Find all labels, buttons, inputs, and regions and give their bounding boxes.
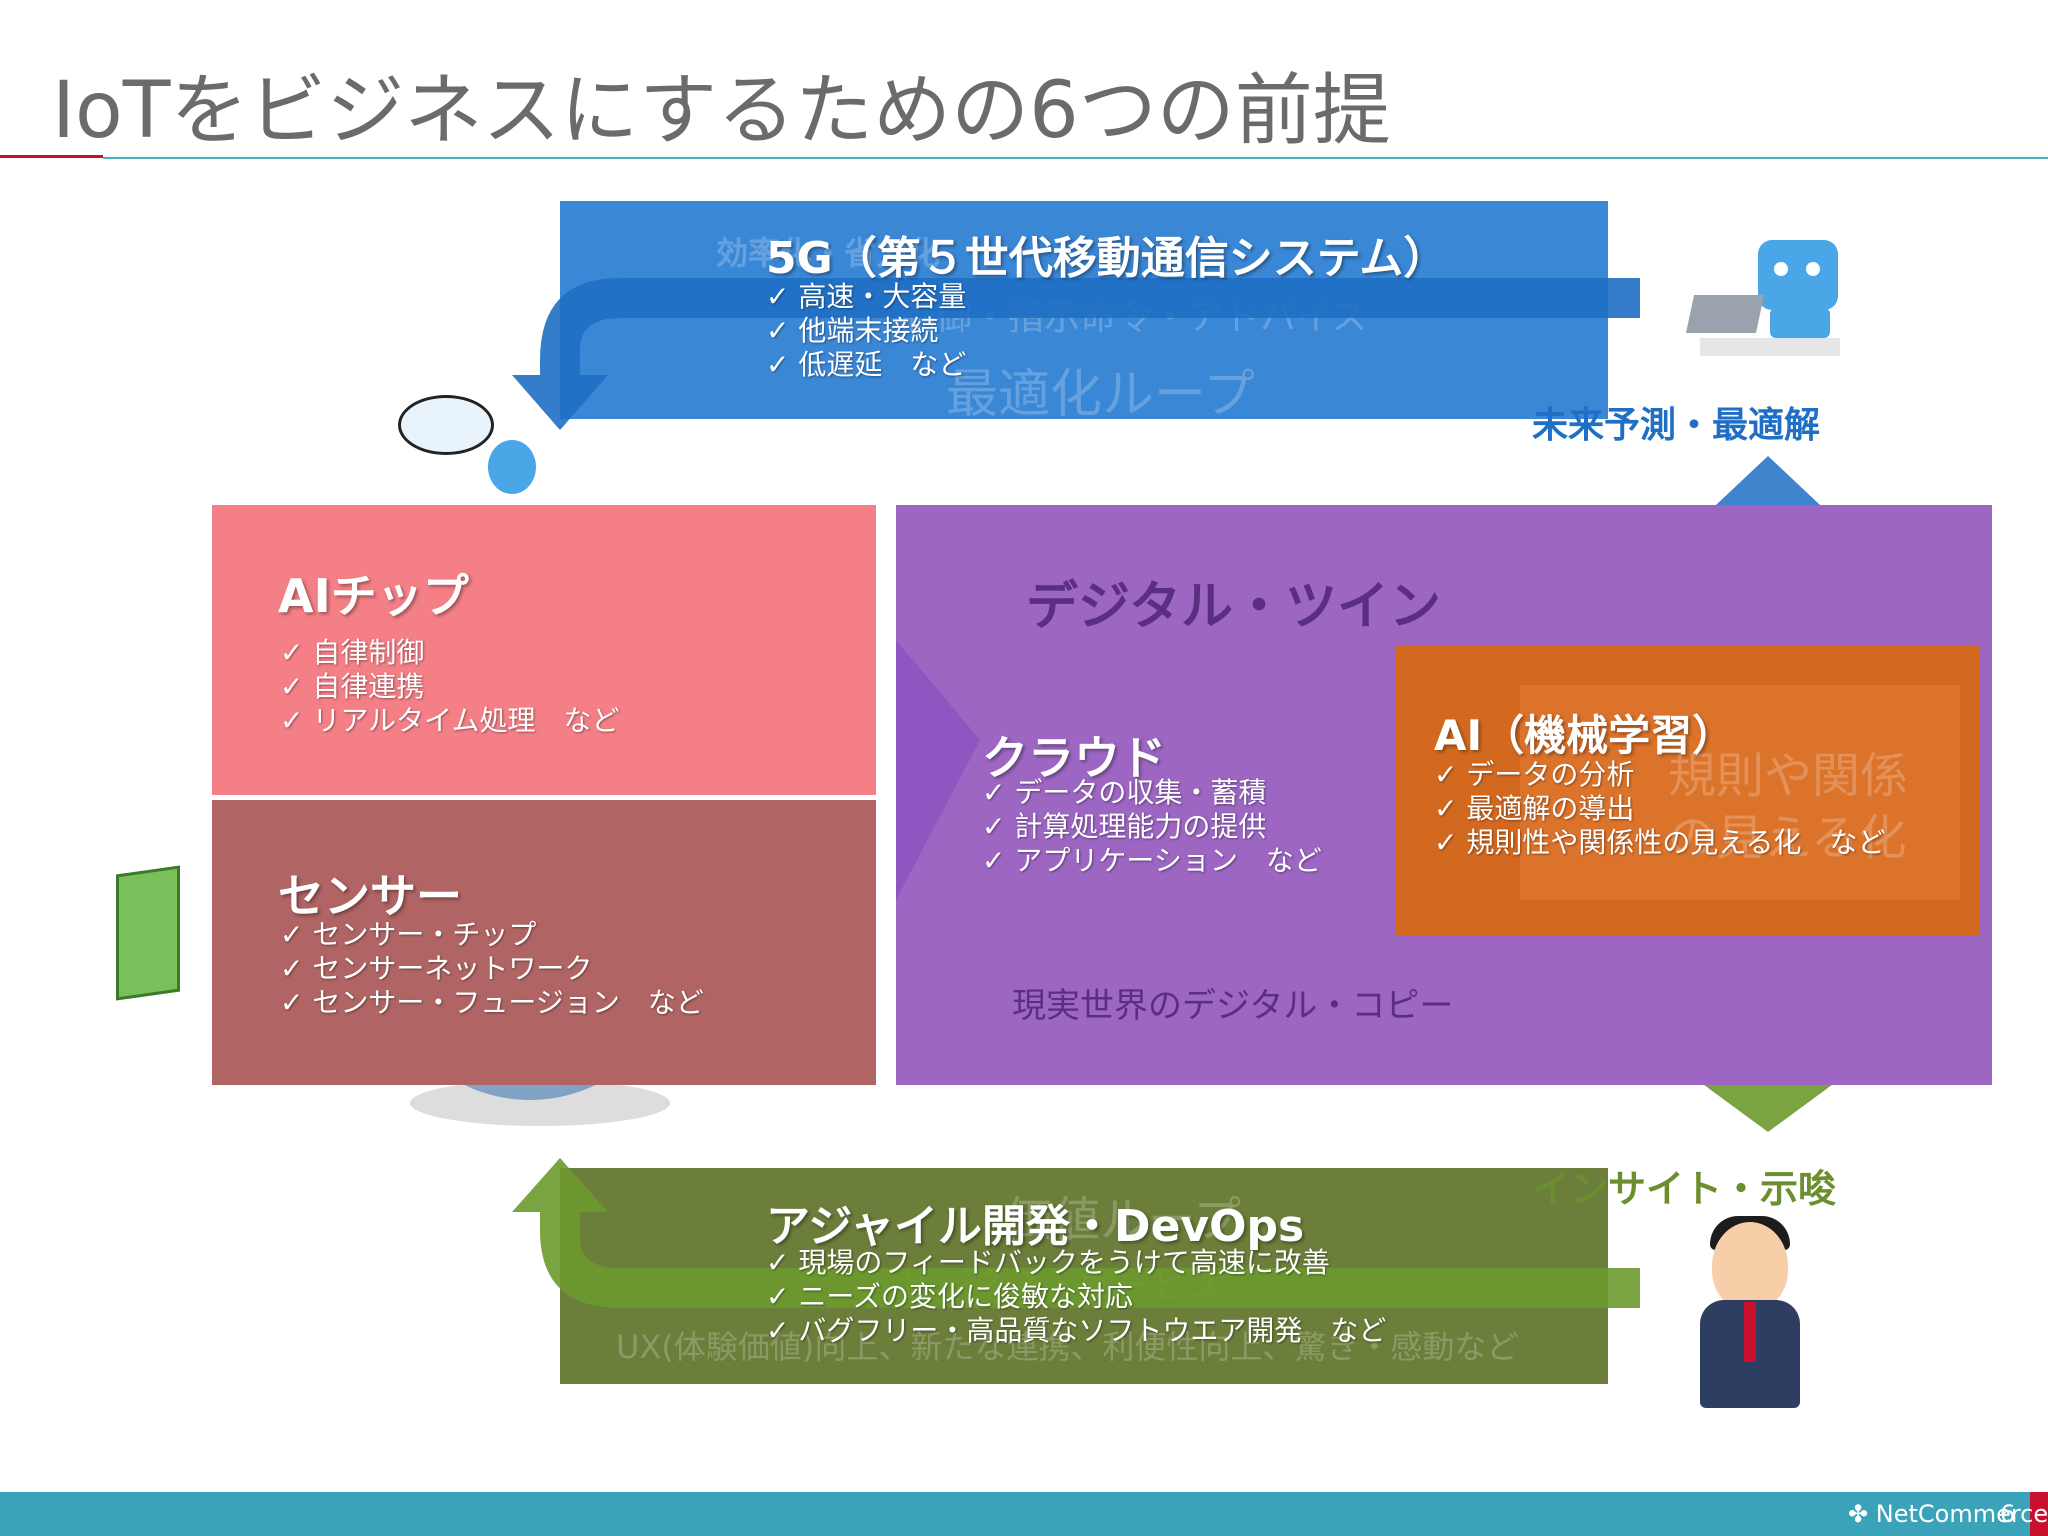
robot-eye-left bbox=[1774, 262, 1788, 276]
ai-chip-item: 自律制御 bbox=[280, 636, 620, 670]
up-arrow bbox=[1700, 456, 1836, 645]
fiveg-item: 低遅延 など bbox=[766, 348, 966, 382]
ai-chip-item: 自律連携 bbox=[280, 670, 620, 704]
robot-body bbox=[1770, 308, 1830, 338]
robot-illustration bbox=[1758, 240, 1838, 310]
agile-faint-1: 価値ループ bbox=[1004, 1192, 1242, 1248]
page-number: 6 bbox=[2000, 1500, 2016, 1528]
agile-item: ニーズの変化に俊敏な対応 bbox=[766, 1280, 1386, 1314]
ai-chip-heading: AIチップ bbox=[278, 569, 469, 623]
sensor-list: センサー・チップ センサーネットワーク センサー・フュージョン など bbox=[280, 918, 704, 1020]
logo-text: NetCommerce bbox=[1875, 1500, 2048, 1528]
title-rule bbox=[103, 157, 2048, 159]
insight-label: インサイト・示唆 bbox=[1532, 1167, 1837, 1211]
footer-bar bbox=[0, 1492, 2048, 1536]
ai-ml-item: 規則性や関係性の見える化 など bbox=[1434, 826, 1885, 860]
page-title: IoTをビジネスにするための6つの前提 bbox=[52, 66, 1391, 156]
desk-illustration bbox=[1700, 338, 1840, 356]
fiveg-item: 他端末接続 bbox=[766, 314, 966, 348]
fiveg-heading: 5G（第５世代移動通信システム） bbox=[766, 233, 1448, 284]
footer-accent bbox=[2030, 1492, 2048, 1536]
digital-twin-copy: 現実世界のデジタル・コピー bbox=[1012, 986, 1454, 1026]
cloud-list: データの収集・蓄積 計算処理能力の提供 アプリケーション など bbox=[982, 776, 1322, 878]
netcommerce-logo: ✤ NetCommerce bbox=[1848, 1500, 2048, 1528]
cloud-item: 計算処理能力の提供 bbox=[982, 810, 1322, 844]
sensor-item: センサー・フュージョン など bbox=[280, 986, 703, 1020]
logo-icon: ✤ bbox=[1848, 1500, 1876, 1528]
sensor-item: センサー・チップ bbox=[280, 918, 704, 952]
ai-ml-list: データの分析 最適解の導出 規則性や関係性の見える化 など bbox=[1434, 758, 1886, 860]
fiveg-faint-1: 効率化・省力化 bbox=[716, 234, 941, 272]
ai-chip-item: リアルタイム処理 など bbox=[280, 704, 619, 738]
ai-ml-item: データの分析 bbox=[1434, 758, 1886, 792]
agile-heading: アジャイル開発・DevOps bbox=[766, 1201, 1305, 1252]
ai-ml-heading: AI（機械学習） bbox=[1434, 711, 1735, 760]
fiveg-list: 高速・大容量 他端末接続 低遅延 など bbox=[766, 280, 966, 382]
sensor-heading: センサー bbox=[278, 869, 462, 923]
fiveg-item: 高速・大容量 bbox=[766, 280, 966, 314]
ai-ml-item: 最適解の導出 bbox=[1434, 792, 1886, 826]
cloud-item: アプリケーション など bbox=[982, 844, 1321, 878]
agile-item: 現場のフィードバックをうけて高速に改善 bbox=[766, 1246, 1386, 1280]
ai-chip-list: 自律制御 自律連携 リアルタイム処理 など bbox=[280, 636, 620, 738]
speech-bubble-illustration bbox=[398, 395, 494, 455]
digital-twin-title: デジタル・ツイン bbox=[1026, 577, 1441, 637]
fiveg-faint-3: 最適化ループ bbox=[946, 365, 1255, 425]
cloud-item: データの収集・蓄積 bbox=[982, 776, 1322, 810]
businessman-illustration bbox=[1712, 1222, 1788, 1310]
businessman-tie bbox=[1744, 1302, 1756, 1362]
title-rule-accent bbox=[0, 155, 103, 158]
sensor-item: センサーネットワーク bbox=[280, 952, 704, 986]
agile-list: 現場のフィードバックをうけて高速に改善 ニーズの変化に俊敏な対応 バグフリー・高… bbox=[766, 1246, 1386, 1348]
robot-eye-right bbox=[1806, 262, 1820, 276]
person-illustration bbox=[488, 440, 536, 494]
future-prediction-label: 未来予測・最適解 bbox=[1532, 405, 1821, 446]
agile-item: バグフリー・高品質なソフトウエア開発 など bbox=[766, 1314, 1386, 1348]
